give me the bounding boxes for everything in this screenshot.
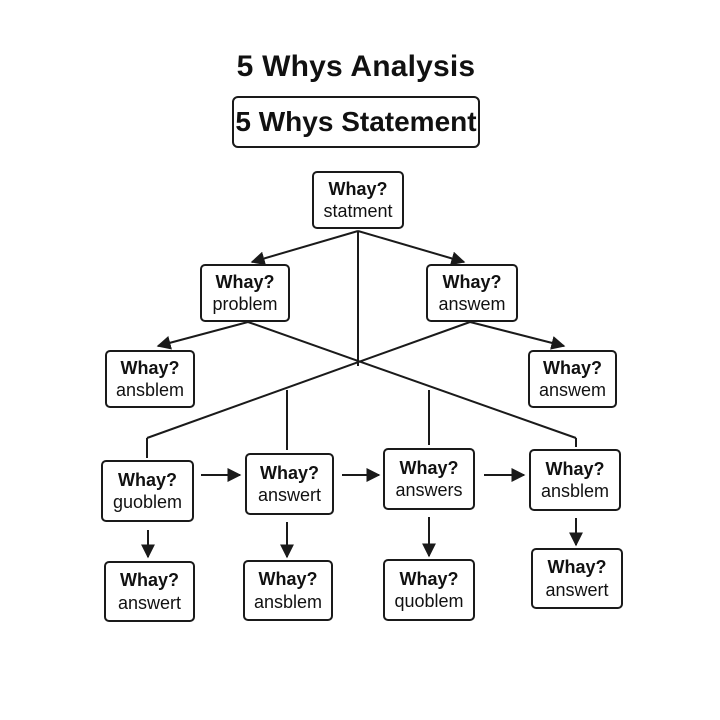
diagram-title: 5 Whys Analysis bbox=[236, 50, 476, 83]
why-node-row5-col1: Whay? answert bbox=[104, 561, 195, 622]
why-answer: ansblem bbox=[540, 481, 610, 501]
why-answer: answert bbox=[257, 485, 322, 505]
problem-statement-text: 5 Whys Statement bbox=[235, 106, 477, 137]
why-node-row5-col4: Whay? answert bbox=[531, 548, 623, 609]
why-question: Whay? bbox=[119, 570, 179, 590]
problem-statement-box: 5 Whys Statement bbox=[232, 96, 480, 148]
why-node-row4-col2: Whay? answert bbox=[245, 453, 334, 515]
why-question: Whay? bbox=[328, 178, 388, 199]
why-node-level3-right: Whay? answem bbox=[528, 350, 617, 408]
why-answer: guoblem bbox=[112, 492, 183, 512]
why-node-row4-col1: Whay? guoblem bbox=[101, 460, 194, 522]
why-question: Whay? bbox=[215, 271, 275, 292]
why-answer: answem bbox=[538, 380, 607, 400]
why-question: Whay? bbox=[542, 357, 602, 378]
why-answer: statment bbox=[323, 201, 393, 221]
why-question: Whay? bbox=[399, 568, 459, 589]
arrow-root-to-left bbox=[250, 230, 359, 266]
arrow-left-to-l3 bbox=[156, 321, 249, 350]
why-question: Whay? bbox=[117, 469, 177, 490]
why-answer: answert bbox=[117, 592, 182, 613]
why-answer: answers bbox=[395, 480, 463, 500]
arrow-root-to-right bbox=[357, 230, 466, 266]
why-answer: ansblem bbox=[115, 380, 185, 400]
why-question: Whay? bbox=[442, 271, 502, 292]
cross-line-left bbox=[247, 321, 577, 439]
why-question: Whay? bbox=[120, 357, 180, 378]
why-node-row4-col4: Whay? ansblem bbox=[529, 449, 621, 511]
why-node-level2-left: Whay? problem bbox=[200, 264, 290, 322]
why-question: Whay? bbox=[547, 557, 607, 577]
why-answer: problem bbox=[212, 294, 278, 314]
why-answer: answert bbox=[545, 579, 609, 600]
why-node-row5-col3: Whay? quoblem bbox=[383, 559, 475, 621]
why-question: Whay? bbox=[545, 458, 605, 479]
why-node-root: Whay? statment bbox=[312, 171, 404, 229]
why-node-level3-left: Whay? ansblem bbox=[105, 350, 195, 408]
why-node-row4-col3: Whay? answers bbox=[383, 448, 475, 510]
why-answer: answem bbox=[438, 294, 506, 314]
why-question: Whay? bbox=[259, 462, 319, 483]
why-node-row5-col2: Whay? ansblem bbox=[243, 560, 333, 621]
why-node-level2-right: Whay? answem bbox=[426, 264, 518, 322]
why-question: Whay? bbox=[258, 569, 318, 589]
why-answer: quoblem bbox=[394, 591, 464, 611]
arrow-right-to-l3 bbox=[469, 321, 566, 350]
why-question: Whay? bbox=[399, 457, 459, 478]
cross-line-right bbox=[146, 321, 471, 439]
why-answer: ansblem bbox=[253, 591, 323, 612]
